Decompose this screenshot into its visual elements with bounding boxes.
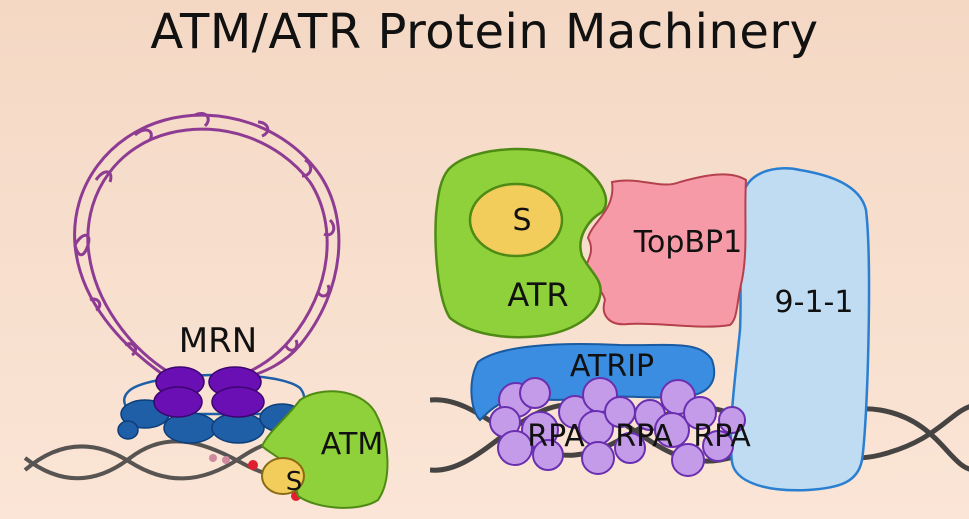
nine-one-one-clamp: [729, 167, 871, 492]
rpa-cluster: [489, 377, 746, 477]
rpa-label-3: RPA: [693, 419, 751, 454]
mrn-label: MRN: [179, 321, 257, 361]
nine-one-one-label: 9-1-1: [775, 285, 854, 320]
topbp1-label: TopBP1: [633, 225, 742, 260]
atr-label: ATR: [507, 276, 568, 314]
atr-s-label: S: [512, 203, 531, 238]
dna-loop: [73, 113, 341, 380]
atrip-label: ATRIP: [570, 349, 654, 384]
atm-label: ATM: [321, 427, 383, 462]
mrn-atm-complex: MRN S ATM: [23, 111, 389, 509]
rpa-label-1: RPA: [527, 419, 585, 454]
dna-loop-twists: [73, 111, 336, 357]
mrn-purple-subunits: [153, 366, 265, 418]
topbp1-protein: [582, 173, 748, 328]
atm-protein: [260, 390, 389, 509]
atm-s-domain: [261, 457, 305, 495]
atm-s-label: S: [286, 467, 303, 497]
page-title: ATM/ATR Protein Machinery: [150, 4, 819, 60]
rpa-label-2: RPA: [615, 419, 673, 454]
atr-s-domain: [468, 182, 564, 258]
atr-complex: 9-1-1 TopBP1 S ATR ATRIP RPA RPA RPA: [430, 147, 969, 492]
